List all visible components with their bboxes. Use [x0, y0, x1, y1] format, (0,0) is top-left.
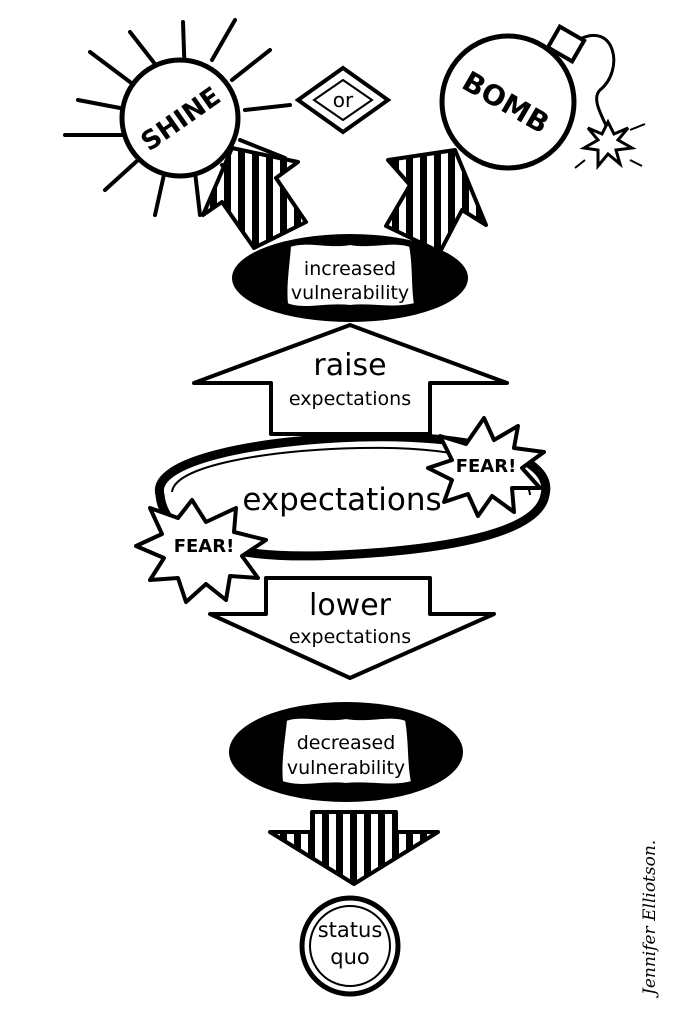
- increased-line2: vulnerability: [291, 282, 409, 304]
- decreased-line2: vulnerability: [287, 757, 405, 779]
- or-diamond: or: [294, 65, 392, 135]
- fear-burst-left: FEAR!: [134, 498, 268, 604]
- lower-word: lower: [309, 588, 392, 623]
- artist-signature: Jennifer Elliotson.: [640, 840, 660, 998]
- raise-sub: expectations: [289, 388, 411, 410]
- status-line1: status: [318, 918, 383, 942]
- expectations-label: expectations: [242, 482, 441, 518]
- down-arrow-striped: [268, 810, 440, 886]
- increased-line1: increased: [304, 258, 396, 280]
- fear-left-label: FEAR!: [174, 536, 235, 557]
- fear-right-label: FEAR!: [456, 456, 517, 477]
- lower-sub: expectations: [289, 626, 411, 648]
- bomb-icon: BOMB: [439, 23, 646, 171]
- status-line2: quo: [330, 945, 370, 969]
- increased-vulnerability-node: increased vulnerability: [232, 234, 468, 322]
- raise-expectations-arrow: raise expectations: [192, 323, 509, 436]
- raise-word: raise: [313, 348, 386, 383]
- decreased-vulnerability-node: decreased vulnerability: [229, 702, 463, 802]
- fear-burst-right: FEAR!: [426, 416, 546, 518]
- up-arrow-right: [384, 148, 488, 254]
- status-quo-node: status quo: [299, 895, 401, 997]
- up-arrow-left: [201, 146, 308, 250]
- lower-expectations-arrow: lower expectations: [208, 576, 496, 680]
- decreased-line1: decreased: [297, 732, 396, 754]
- or-label: or: [333, 88, 354, 112]
- spark-icon: [574, 118, 646, 171]
